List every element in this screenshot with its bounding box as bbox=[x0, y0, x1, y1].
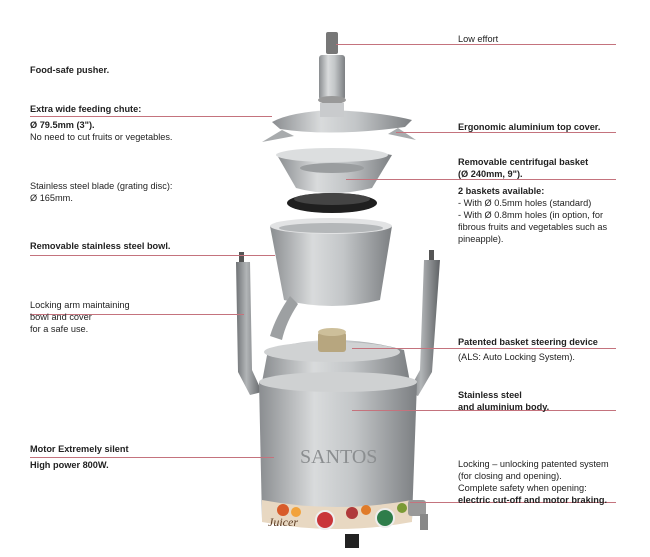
juicer-badge: Juicer bbox=[268, 515, 298, 529]
arm-label-line1: Locking arm maintaining bbox=[30, 300, 130, 310]
steering-sub: (ALS: Auto Locking System). bbox=[458, 352, 575, 362]
steering-device bbox=[262, 328, 410, 382]
arm-label-line2: bowl and cover bbox=[30, 312, 92, 322]
motor-label-line2: High power 800W. bbox=[30, 460, 109, 470]
locking-line4: electric cut-off and motor braking. bbox=[458, 495, 608, 505]
leader-bowl bbox=[30, 255, 275, 256]
arm-label-line3: for a safe use. bbox=[30, 324, 89, 334]
locking-line3: Complete safety when opening: bbox=[458, 483, 587, 493]
leader-effort bbox=[336, 44, 616, 45]
body-label-line1: Stainless steel bbox=[458, 390, 522, 400]
bowl-part bbox=[270, 218, 392, 340]
basket-title-line2: (Ø 240mm, 9"). bbox=[458, 169, 523, 179]
leader-cover bbox=[396, 132, 616, 133]
baskets-option-line1: - With Ø 0.8mm holes (in option, for bbox=[458, 210, 604, 220]
leader-basket bbox=[346, 179, 616, 180]
body-label-line2: and aluminium body. bbox=[458, 402, 550, 412]
steering-title: Patented basket steering device bbox=[458, 337, 598, 347]
chute-size: Ø 79.5mm (3"). bbox=[30, 120, 95, 130]
basket-part bbox=[276, 148, 392, 193]
locking-line1: Locking – unlocking patented system bbox=[458, 459, 609, 469]
locking-arms bbox=[236, 250, 440, 396]
pusher-part bbox=[318, 32, 346, 104]
chute-note: No need to cut fruits or vegetables. bbox=[30, 132, 173, 142]
leader-body bbox=[352, 410, 616, 411]
baskets-option-line2: fibrous fruits and vegetables such as bbox=[458, 222, 608, 232]
baskets-option-standard: - With Ø 0.5mm holes (standard) bbox=[458, 198, 592, 208]
chute-title: Extra wide feeding chute: bbox=[30, 104, 142, 114]
motor-label-line1: Motor Extremely silent bbox=[30, 444, 129, 454]
blade-part bbox=[287, 193, 377, 213]
top-cover-part bbox=[262, 103, 416, 142]
leader-locking bbox=[410, 502, 616, 503]
pusher-label: Food-safe pusher. bbox=[30, 65, 110, 75]
bowl-label: Removable stainless steel bowl. bbox=[30, 241, 171, 251]
brand-engraving: SANTOS bbox=[300, 446, 377, 468]
baskets-available-title: 2 baskets available: bbox=[458, 186, 545, 196]
leader-arm bbox=[30, 314, 244, 315]
leader-chute bbox=[30, 116, 272, 117]
motor-body bbox=[259, 372, 428, 548]
baskets-option-line3: pineapple). bbox=[458, 234, 504, 244]
leader-steering bbox=[352, 348, 616, 349]
basket-title-line1: Removable centrifugal basket bbox=[458, 157, 589, 167]
cover-label: Ergonomic aluminium top cover. bbox=[458, 122, 601, 132]
locking-line2: (for closing and opening). bbox=[458, 471, 562, 481]
blade-label-line1: Stainless steel blade (grating disc): bbox=[30, 181, 173, 191]
blade-label-line2: Ø 165mm. bbox=[30, 193, 73, 203]
effort-label: Low effort bbox=[458, 34, 499, 44]
leader-motor bbox=[30, 457, 274, 458]
